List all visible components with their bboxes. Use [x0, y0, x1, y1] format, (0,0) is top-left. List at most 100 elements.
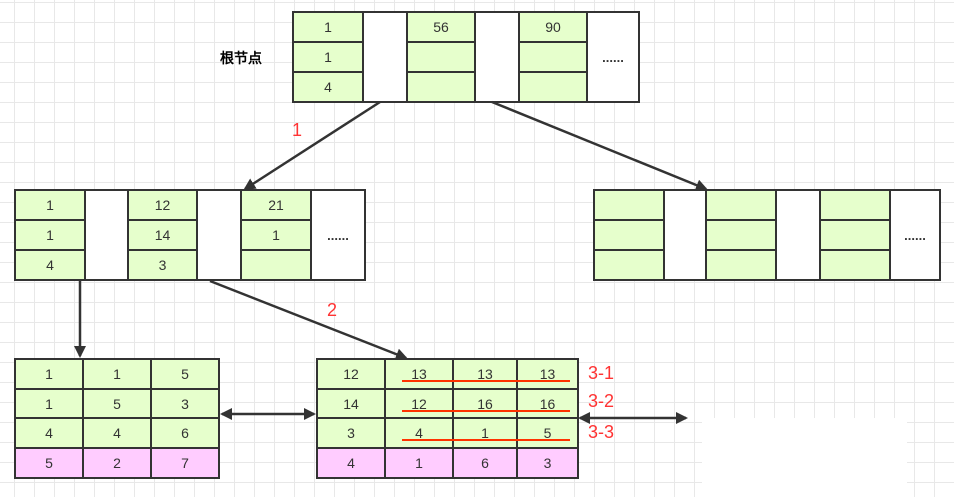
leaf-pointer-cell: 7 [152, 449, 218, 477]
row-label-3-3: 3-3 [588, 422, 615, 442]
cell-value: 2 [113, 455, 121, 471]
leaf-column: 5 3 6 7 [152, 360, 218, 477]
internal-cell [707, 221, 775, 251]
cell-value: 13 [539, 366, 556, 382]
internal-key-column-2 [707, 191, 777, 279]
leaf-cell: 14 [318, 390, 384, 419]
internal-cell: 1 [16, 221, 84, 251]
root-ellipsis: ...... [602, 49, 624, 65]
step-label-2: 2 [327, 300, 338, 320]
leaf-cell: 12 [318, 360, 384, 390]
cell-value: 4 [415, 425, 423, 441]
internal-cell: 12 [129, 191, 196, 221]
internal-key-column-3 [821, 191, 891, 279]
internal-key-column-3: 21 1 [242, 191, 312, 279]
root-key-column-2: 56 [408, 13, 476, 101]
cell-value: 5 [113, 395, 121, 412]
root-cell [520, 73, 586, 101]
internal-cell [595, 191, 663, 221]
root-key-column-3: 90 [520, 13, 588, 101]
root-cell [408, 73, 474, 101]
leaf-cell: 13 [454, 360, 516, 390]
cell-value: 1 [415, 455, 423, 471]
internal-cell: 1 [16, 191, 84, 221]
leaf-cell: 3 [152, 390, 218, 419]
root-key-column-1: 1 1 4 [294, 13, 364, 101]
root-cell [520, 43, 586, 73]
row-label-3-1: 3-1 [588, 363, 615, 383]
cell-value: 12 [411, 395, 427, 412]
cell-value: 13 [411, 366, 427, 382]
internal-cell [821, 221, 889, 251]
leaf-cell: 1 [16, 360, 82, 390]
root-cell: 4 [294, 73, 362, 101]
leaf-column: 1 5 4 2 [84, 360, 152, 477]
cell-value: 5 [543, 425, 552, 441]
internal-cell [595, 251, 663, 279]
cell-value: 5 [45, 455, 53, 471]
cell-value: 14 [343, 395, 359, 412]
leaf-pointer-cell: 3 [518, 449, 577, 477]
leaf-cell: 3 [318, 419, 384, 449]
cell-value: 4 [113, 425, 121, 441]
blank-area [702, 418, 907, 497]
cell-value: 7 [181, 455, 189, 471]
cell-value: 12 [343, 366, 359, 382]
leaf-column: 1 1 4 5 [16, 360, 84, 477]
cell-value: 90 [545, 19, 561, 35]
cell-value: 1 [45, 366, 53, 382]
root-cell [408, 43, 474, 73]
cell-value: 16 [477, 395, 493, 412]
internal-cell [821, 191, 889, 221]
cell-value: 16 [539, 395, 556, 412]
internal-pointer-column [777, 191, 821, 279]
cell-value: 4 [347, 455, 355, 471]
internal-cell: 21 [242, 191, 310, 221]
leaf-column: 12 14 3 4 [318, 360, 386, 477]
leaf-cell: 13 [386, 360, 452, 390]
arrow-root-to-left [243, 100, 381, 191]
leaf-cell: 5 [84, 390, 150, 419]
cell-value: 14 [154, 227, 171, 243]
internal-cell: 4 [16, 251, 84, 279]
cell-value: 1 [272, 227, 280, 243]
root-pointer-column [364, 13, 408, 101]
leaf-cell: 13 [518, 360, 577, 390]
leaf-column: 13 16 1 6 [454, 360, 518, 477]
internal-cell [242, 251, 310, 279]
internal-pointer-column [665, 191, 707, 279]
leaf-cell: 4 [386, 419, 452, 449]
cell-value: 1 [45, 395, 53, 412]
leaf-cell: 6 [152, 419, 218, 449]
leaf-column: 13 12 4 1 [386, 360, 454, 477]
root-cell: 1 [294, 13, 362, 43]
cell-value: 6 [181, 425, 189, 441]
cell-value: 56 [433, 19, 449, 35]
cell-value: 4 [46, 257, 54, 273]
leaf-cell: 1 [84, 360, 150, 390]
arrow-internal-to-right-leaf [209, 279, 408, 360]
internal-cell [595, 221, 663, 251]
cell-value: 1 [46, 227, 54, 243]
arrow-root-to-right [491, 100, 708, 191]
leaf-pointer-cell: 4 [318, 449, 384, 477]
leaf-column: 13 16 5 3 [518, 360, 577, 477]
cell-value: 4 [324, 79, 332, 95]
cell-value: 1 [481, 425, 489, 441]
internal-cell: 1 [242, 221, 310, 251]
right-internal-node: ...... [593, 189, 941, 281]
internal-key-column-1: 1 1 4 [16, 191, 86, 279]
leaf-pointer-cell: 5 [16, 449, 82, 477]
cell-value: 6 [481, 455, 489, 471]
cell-value: 1 [113, 366, 121, 382]
right-leaf-node: 12 14 3 4 13 12 4 1 13 16 1 6 13 16 5 3 [316, 358, 579, 479]
cell-value: 3 [347, 425, 355, 441]
leaf-pointer-cell: 6 [454, 449, 516, 477]
cell-value: 12 [154, 197, 171, 213]
root-pointer-column [476, 13, 520, 101]
internal-pointer-column [86, 191, 129, 279]
cell-value: 1 [324, 19, 332, 35]
leaf-cell: 4 [16, 419, 82, 449]
row-label-3-2: 3-2 [588, 391, 615, 411]
